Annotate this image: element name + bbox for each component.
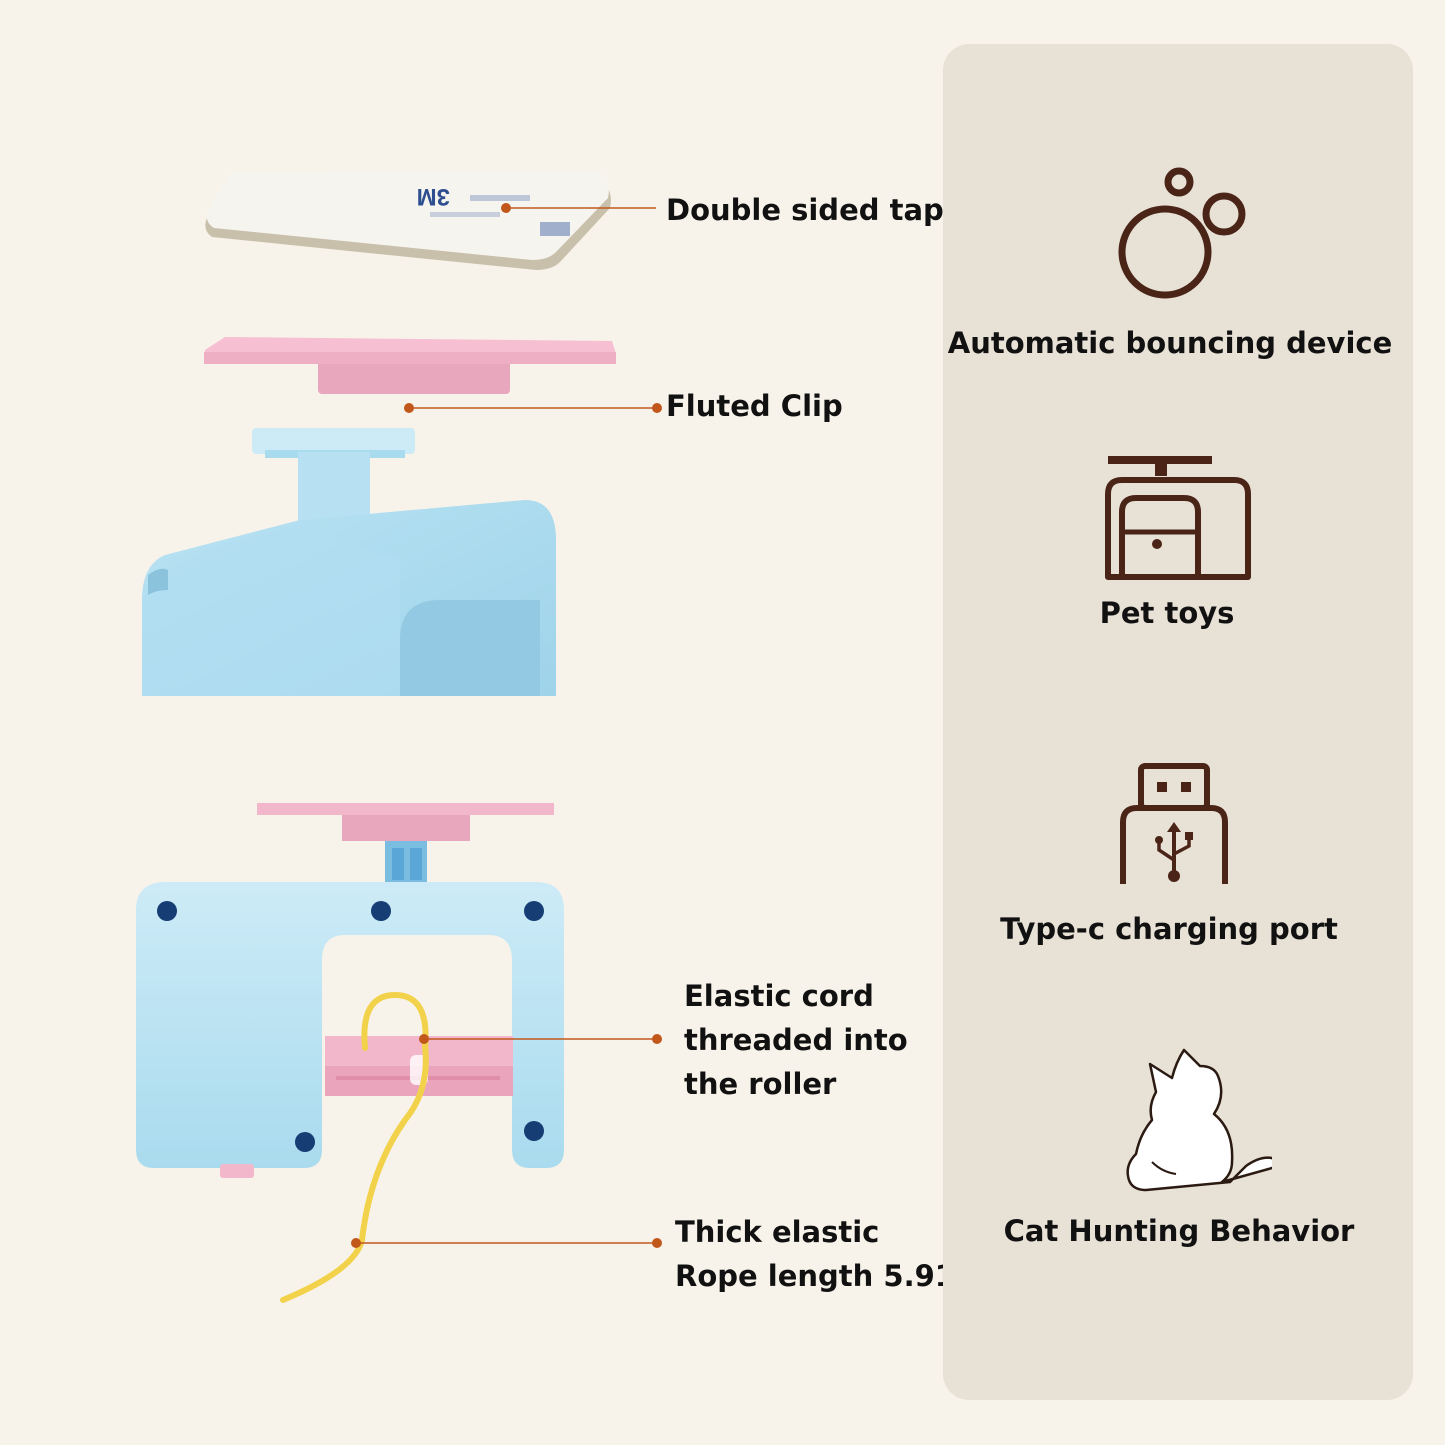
device-top-view — [142, 428, 556, 696]
callout-double-sided-tape: Double sided tape — [666, 193, 964, 227]
fluted-clip-assembled — [257, 803, 554, 885]
toy-device-icon — [1105, 456, 1251, 580]
fluted-clip — [204, 337, 616, 394]
tape-brand-print: 3M — [417, 183, 450, 210]
bubbles-icon — [1118, 167, 1246, 299]
leader-lines — [351, 203, 662, 1248]
feature-label-type-c: Type-c charging port — [1000, 912, 1338, 946]
callout-thick-elastic-rope: Thick elastic Rope length 5.91ft — [675, 1215, 982, 1293]
double-sided-tape: 3M — [205, 170, 611, 270]
callout-fluted-clip: Fluted Clip — [666, 389, 843, 423]
callout-elastic-cord: Elastic cord threaded into the roller — [684, 979, 908, 1101]
feature-label-bouncing: Automatic bouncing device — [947, 326, 1393, 360]
feature-label-cat-hunting: Cat Hunting Behavior — [1003, 1214, 1355, 1248]
device-front-view — [136, 882, 564, 1303]
feature-label-pet-toys: Pet toys — [1099, 596, 1235, 630]
cat-icon — [1126, 1048, 1272, 1192]
usb-icon — [1120, 763, 1228, 884]
